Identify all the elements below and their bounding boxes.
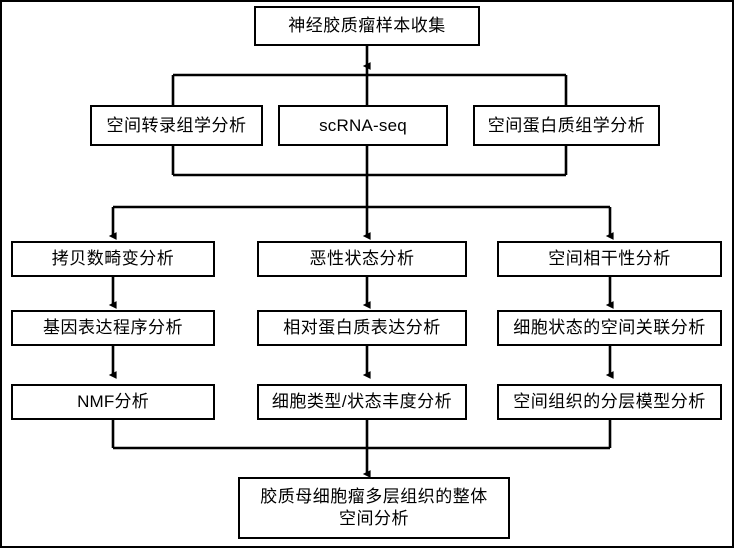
node-nmf-analysis-label: NMF分析 (77, 392, 149, 411)
node-integrated-spatial-analysis-label: 胶质母细胞瘤多层组织的整体 空间分析 (260, 487, 488, 528)
node-malignant-state-label: 恶性状态分析 (309, 249, 415, 268)
node-cellstate-spatial-association-label: 细胞状态的空间关联分析 (513, 318, 706, 337)
node-gene-expression-program[interactable]: 基因表达程序分析 (11, 310, 215, 346)
node-cnv-analysis-label: 拷贝数畸变分析 (51, 249, 175, 268)
node-spatial-proteomics[interactable]: 空间蛋白质组学分析 (473, 105, 660, 146)
node-nmf-analysis[interactable]: NMF分析 (11, 384, 215, 420)
node-spatial-coherence[interactable]: 空间相干性分析 (497, 241, 722, 277)
node-malignant-state[interactable]: 恶性状态分析 (257, 241, 467, 277)
node-spatial-transcriptomics-label: 空间转录组学分析 (106, 115, 247, 135)
node-cnv-analysis[interactable]: 拷贝数畸变分析 (11, 241, 215, 277)
node-relative-protein-expression-label: 相对蛋白质表达分析 (283, 318, 441, 337)
node-sample-collection[interactable]: 神经胶质瘤样本收集 (254, 6, 480, 46)
node-celltype-state-abundance-label: 细胞类型/状态丰度分析 (271, 392, 453, 411)
node-spatial-transcriptomics[interactable]: 空间转录组学分析 (90, 105, 263, 146)
node-relative-protein-expression[interactable]: 相对蛋白质表达分析 (257, 310, 467, 346)
node-spatial-proteomics-label: 空间蛋白质组学分析 (487, 115, 646, 135)
node-integrated-spatial-analysis[interactable]: 胶质母细胞瘤多层组织的整体 空间分析 (238, 477, 510, 539)
node-sample-collection-label: 神经胶质瘤样本收集 (288, 16, 446, 35)
node-spatial-hierarchical-model[interactable]: 空间组织的分层模型分析 (497, 384, 722, 420)
node-gene-expression-program-label: 基因表达程序分析 (43, 318, 183, 337)
node-cellstate-spatial-association[interactable]: 细胞状态的空间关联分析 (497, 310, 722, 346)
node-scrna-seq-label: scRNA-seq (319, 115, 407, 135)
node-scrna-seq[interactable]: scRNA-seq (278, 105, 448, 146)
node-celltype-state-abundance[interactable]: 细胞类型/状态丰度分析 (257, 384, 467, 420)
node-spatial-coherence-label: 空间相干性分析 (548, 249, 671, 268)
node-spatial-hierarchical-model-label: 空间组织的分层模型分析 (513, 392, 706, 411)
